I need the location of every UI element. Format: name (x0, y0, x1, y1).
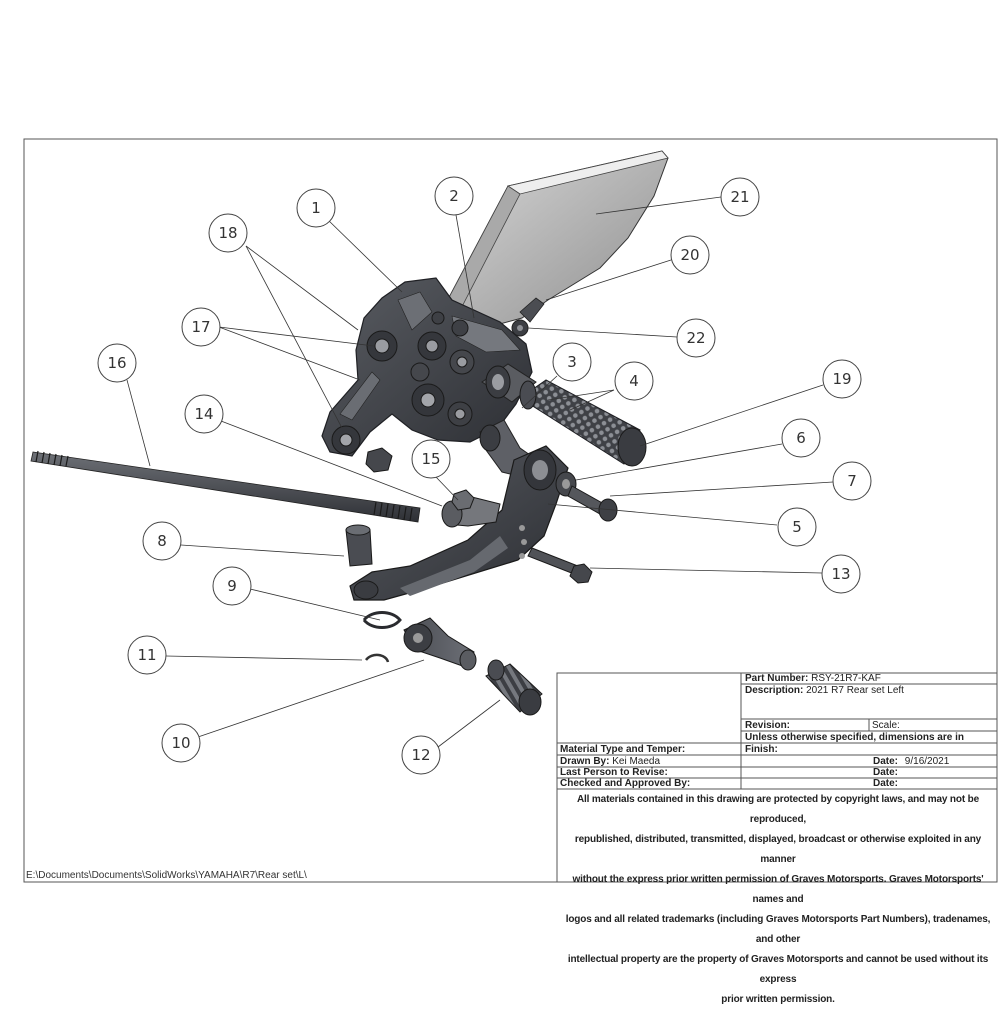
svg-text:21: 21 (730, 188, 749, 206)
svg-text:5: 5 (792, 518, 802, 536)
svg-text:7: 7 (847, 472, 857, 490)
shift-peg-rubber (485, 659, 543, 716)
description-row: Description: 2021 R7 Rear set Left (745, 685, 904, 696)
svg-text:18: 18 (218, 224, 237, 242)
checked-label: Checked and Approved By: (560, 778, 691, 789)
svg-text:17: 17 (191, 318, 210, 336)
balloon-16: 16 (97, 343, 137, 383)
material-label: Material Type and Temper: (560, 744, 686, 755)
leader-lines (126, 196, 834, 748)
scale-label: Scale: (872, 720, 900, 731)
title-block-frame (556, 672, 998, 883)
balloon-9: 9 (212, 566, 252, 606)
balloon-8: 8 (142, 521, 182, 561)
notice-line: logos and all related trademarks (includ… (565, 914, 991, 945)
svg-text:15: 15 (421, 450, 440, 468)
lever-stud (527, 547, 593, 584)
balloon-13: 13 (821, 554, 861, 594)
balloon-7: 7 (832, 461, 872, 501)
footpeg (519, 379, 647, 467)
file-path: E:\Documents\Documents\SolidWorks\YAMAHA… (26, 870, 307, 881)
e-clip (365, 653, 390, 663)
svg-text:22: 22 (686, 329, 705, 347)
svg-text:9: 9 (227, 577, 237, 595)
svg-text:8: 8 (157, 532, 167, 550)
svg-text:6: 6 (796, 429, 806, 447)
notice-line: intellectual property are the property o… (567, 954, 989, 985)
revision-label: Revision: (745, 720, 791, 731)
balloon-4: 4 (614, 361, 654, 401)
svg-text:13: 13 (831, 565, 850, 583)
notice-line: republished, distributed, transmitted, d… (574, 834, 982, 865)
svg-text:20: 20 (680, 246, 699, 264)
clip (362, 611, 402, 629)
svg-text:12: 12 (411, 746, 430, 764)
balloons: 1 2 3 4 5 6 7 8 9 10 11 12 13 14 15 16 1… (97, 176, 872, 775)
date-label-revise: Date: (873, 767, 899, 778)
svg-text:4: 4 (629, 372, 639, 390)
balloon-1: 1 (296, 188, 336, 228)
lever-pin (345, 524, 373, 567)
balloon-15: 15 (411, 439, 451, 479)
svg-text:1: 1 (311, 199, 321, 217)
part-number-label: Part Number: (745, 673, 809, 684)
shift-lever (349, 445, 569, 601)
copyright-notice: All materials contained in this drawing … (560, 790, 996, 1010)
svg-text:11: 11 (137, 646, 156, 664)
svg-text:16: 16 (107, 354, 126, 372)
notice-line: prior written permission. (721, 994, 835, 1005)
balloon-14: 14 (184, 394, 224, 434)
date-value: 9/16/2021 (904, 756, 950, 767)
balloon-5: 5 (777, 507, 817, 547)
drawn-by-label: Drawn By: (560, 756, 610, 767)
shift-peg (403, 617, 477, 671)
balloon-12: 12 (401, 735, 441, 775)
last-revise-label: Last Person to Revise: (560, 767, 668, 778)
units-label: Unless otherwise specified, dimensions a… (745, 732, 964, 743)
date-label-checked: Date: (873, 778, 899, 789)
plate-bolts (331, 311, 475, 473)
balloon-6: 6 (781, 418, 821, 458)
balloon-2: 2 (434, 176, 474, 216)
notice-line: without the express prior written permis… (572, 874, 984, 905)
balloon-22: 22 (676, 318, 716, 358)
svg-text:14: 14 (194, 405, 213, 423)
date-row: Date: 9/16/2021 (873, 756, 949, 767)
description-label: Description: (745, 685, 804, 696)
svg-text:2: 2 (449, 187, 459, 205)
description-value: 2021 R7 Rear set Left (806, 685, 904, 696)
balloon-20: 20 (670, 235, 710, 275)
lever-bolt (555, 471, 618, 522)
drawn-by-row: Drawn By: Kei Maeda (560, 756, 660, 767)
balloon-3: 3 (552, 342, 592, 382)
finish-label: Finish: (745, 744, 778, 755)
part-number-value: RSY-21R7-KAF (811, 673, 881, 684)
svg-text:3: 3 (567, 353, 577, 371)
drawing-border (23, 138, 998, 883)
drawn-by-value: Kei Maeda (612, 756, 661, 767)
svg-text:10: 10 (171, 734, 190, 752)
svg-text:19: 19 (832, 370, 851, 388)
balloon-18: 18 (208, 213, 248, 253)
notice-line: All materials contained in this drawing … (576, 794, 980, 825)
date-label-drawn: Date: (873, 756, 899, 767)
rod-end (441, 489, 501, 528)
heel-plate (435, 150, 669, 333)
part-number-row: Part Number: RSY-21R7-KAF (745, 673, 881, 684)
balloon-19: 19 (822, 359, 862, 399)
balloon-10: 10 (161, 723, 201, 763)
balloon-17: 17 (181, 307, 221, 347)
balloon-11: 11 (127, 635, 167, 675)
shift-rod (30, 450, 421, 523)
balloon-21: 21 (720, 177, 760, 217)
